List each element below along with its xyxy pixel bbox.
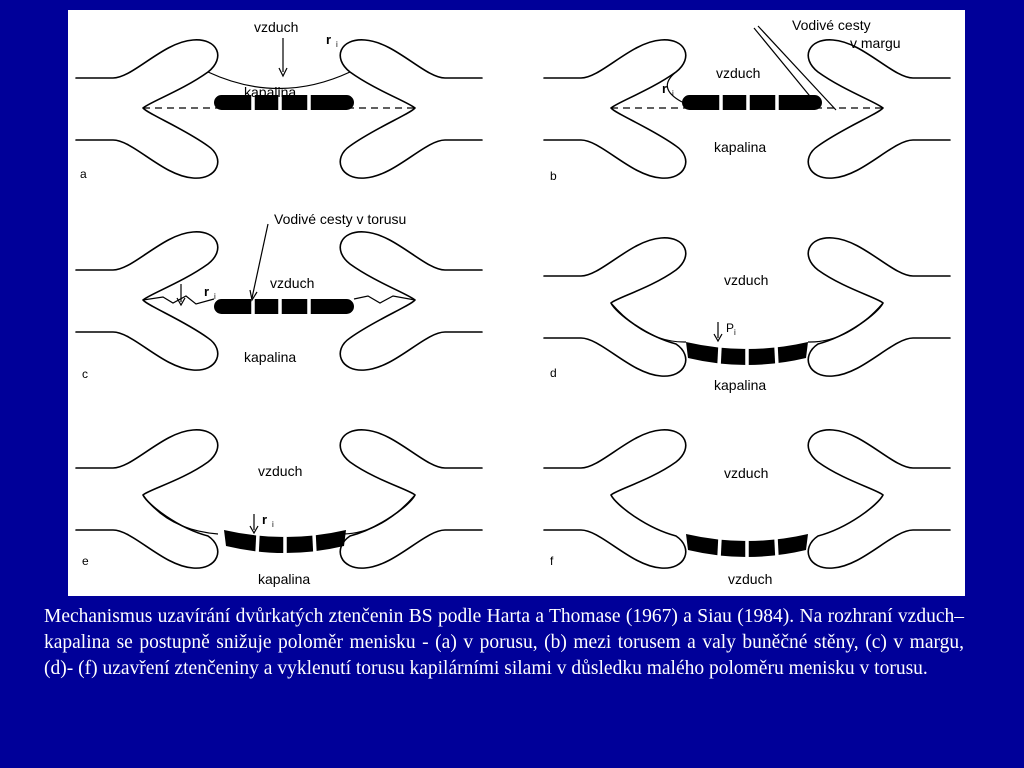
meniscus [207,71,351,90]
panel-letter: c [82,367,88,381]
air-label: vzduch [254,19,298,35]
meniscus-right [353,295,416,304]
radius-subscript: i [214,292,216,301]
liquid-label: kapalina [714,139,766,155]
panel-b: Vodivé cesty v margu vzduch kapalina r i… [543,17,951,183]
liquid-label: kapalina [244,349,296,365]
air-label: vzduch [716,65,760,81]
liquid-label: kapalina [244,84,296,100]
air-label: vzduch [724,272,768,288]
panel-letter: d [550,366,557,380]
panel-letter: a [80,167,87,181]
liquid-label: kapalina [258,571,310,587]
panel-letter: b [550,169,557,183]
panel-d: vzduch kapalina P i d [543,237,951,393]
radius-label: r [204,284,209,299]
callout-label-1: Vodivé cesty [792,17,871,33]
radius-subscript: i [272,520,274,529]
radius-subscript: i [336,40,338,49]
radius-subscript: i [672,89,674,98]
meniscus-left [142,295,215,305]
radius-label: r [662,81,667,96]
panel-c: Vodivé cesty v torusu vzduch kapalina r … [75,211,483,381]
pit-closure-diagram: vzduch kapalina r i a Vodivé cesty v mar… [75,17,951,587]
panel-letter: f [550,554,554,568]
meniscus [666,71,683,103]
liquid-label: kapalina [714,377,766,393]
panel-f: vzduch vzduch f [543,429,951,587]
panel-a: vzduch kapalina r i a [75,19,483,181]
callout-arrow [251,223,269,299]
callout-label-2: v margu [850,35,901,51]
air-label-top: vzduch [724,465,768,481]
air-label-bottom: vzduch [728,571,772,587]
radius-label: P [726,321,734,335]
radius-subscript: i [734,328,736,337]
figure-caption: Mechanismus uzavírání dvůrkatých ztenčen… [44,606,964,679]
air-label: vzduch [270,275,314,291]
pit-closure-figure: vzduch kapalina r i a Vodivé cesty v mar… [68,10,965,596]
radius-label: r [262,512,267,527]
air-label: vzduch [258,463,302,479]
panel-letter: e [82,554,89,568]
panel-e: vzduch kapalina r i e [75,429,483,587]
callout-line [757,25,837,111]
callout-label: Vodivé cesty v torusu [274,211,406,227]
radius-label: r [326,32,331,47]
